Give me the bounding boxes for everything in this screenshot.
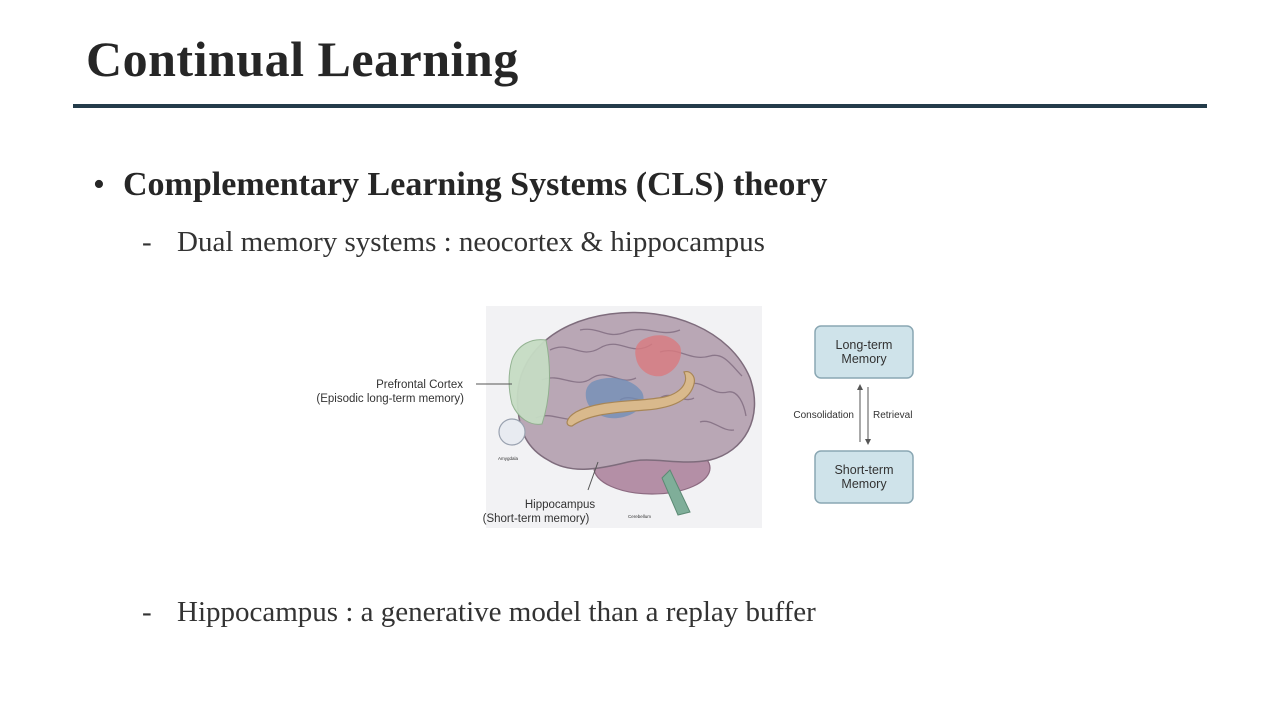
short-term-memory-box bbox=[814, 450, 914, 504]
sub-item-text: Hippocampus : a generative model than a … bbox=[177, 596, 816, 628]
sub-item-dual-memory: -Dual memory systems : neocortex & hippo… bbox=[142, 226, 765, 259]
dash-symbol: - bbox=[142, 596, 152, 628]
long-term-memory-box bbox=[814, 325, 914, 379]
retrieval-label: Retrieval bbox=[873, 410, 912, 421]
brain-stem-shape bbox=[661, 469, 691, 516]
prefrontal-cortex-region bbox=[508, 339, 550, 425]
retrieval-arrowhead bbox=[865, 439, 871, 445]
amygdala-label: Amygdala bbox=[498, 456, 519, 461]
bullet-item: • Complementary Learning Systems (CLS) th… bbox=[93, 166, 828, 204]
cls-figure-svg: Prefrontal Cortex (Episodic long-term me… bbox=[316, 306, 914, 528]
prefrontal-label-line1: Prefrontal Cortex bbox=[376, 379, 463, 391]
cls-figure: Prefrontal Cortex (Episodic long-term me… bbox=[280, 300, 940, 535]
hippocampus-label-line1: Hippocampus bbox=[525, 499, 596, 511]
hippocampus-label-line2: (Short-term memory) bbox=[483, 513, 590, 525]
bullet-text: Complementary Learning Systems (CLS) the… bbox=[123, 166, 828, 203]
title-divider bbox=[73, 104, 1207, 108]
bullet-symbol: • bbox=[93, 166, 105, 203]
prefrontal-label-line2: (Episodic long-term memory) bbox=[316, 393, 464, 405]
amygdala-shape bbox=[498, 418, 526, 446]
long-term-label-line2: Memory bbox=[841, 352, 887, 366]
slide-title: Continual Learning bbox=[86, 31, 519, 87]
short-term-label-line2: Memory bbox=[841, 477, 887, 491]
consolidation-label: Consolidation bbox=[793, 410, 854, 421]
hippocampus-region bbox=[566, 371, 695, 427]
cerebellum-label: Cerebellum bbox=[628, 514, 651, 519]
consolidation-arrowhead bbox=[857, 384, 863, 390]
hippocampus-pointer-line bbox=[587, 461, 599, 491]
sub-item-hippocampus: -Hippocampus : a generative model than a… bbox=[142, 596, 816, 629]
dash-symbol: - bbox=[142, 226, 152, 258]
sub-item-text: Dual memory systems : neocortex & hippoc… bbox=[177, 226, 765, 258]
motor-region-highlight bbox=[635, 335, 682, 377]
short-term-label-line1: Short-term bbox=[834, 463, 893, 477]
long-term-label-line1: Long-term bbox=[836, 338, 893, 352]
